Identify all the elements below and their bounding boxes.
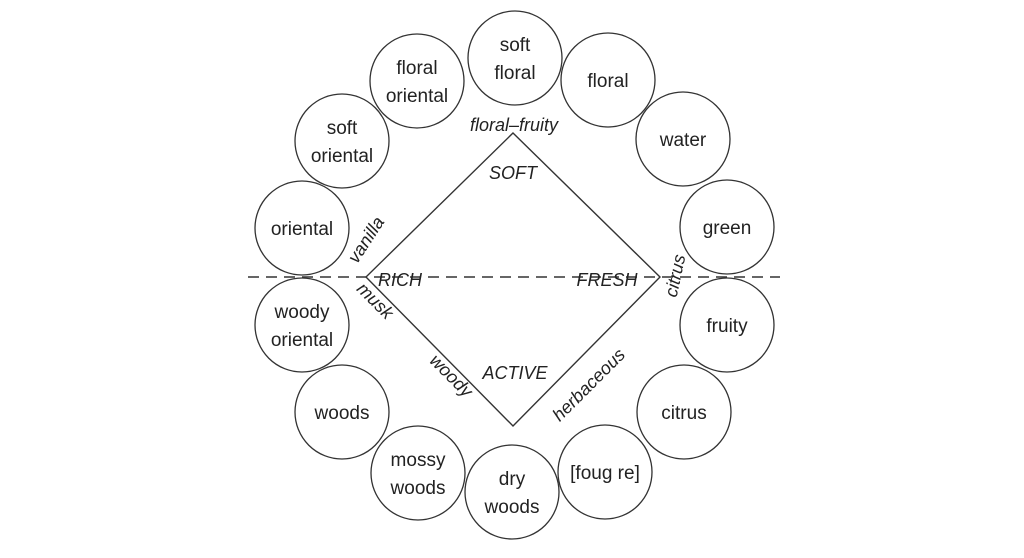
category-circle	[467, 10, 563, 106]
category-circle	[369, 33, 465, 129]
category-node: citrus	[636, 364, 732, 460]
edge-label-floral-fruity: floral–fruity	[470, 115, 559, 135]
category-circle	[557, 424, 653, 520]
category-circle	[464, 444, 560, 540]
category-node: green	[679, 179, 775, 275]
category-circle	[370, 425, 466, 521]
category-label: floral	[494, 63, 535, 84]
category-circle	[679, 179, 775, 275]
quadrant-label-active: ACTIVE	[481, 363, 548, 383]
category-circles: soft floral floral water green fruity citrus [f…	[254, 10, 775, 540]
category-node: mossy woods	[370, 425, 466, 521]
category-label: woods	[390, 478, 446, 499]
category-label: oriental	[271, 330, 333, 351]
category-circle	[635, 91, 731, 187]
category-node: fruity	[679, 277, 775, 373]
edge-label-herbaceous: herbaceous	[548, 344, 629, 425]
category-label: citrus	[661, 403, 706, 424]
category-label: water	[659, 130, 707, 151]
category-label: dry	[499, 469, 526, 490]
category-node: floral oriental	[369, 33, 465, 129]
category-circle	[560, 32, 656, 128]
category-label: fruity	[706, 316, 748, 337]
edge-label-citrus: citrus	[661, 253, 690, 299]
center-diamond	[365, 132, 661, 427]
category-label: soft	[327, 118, 358, 139]
category-node: woods	[294, 364, 390, 460]
category-circle	[254, 277, 350, 373]
category-circle	[294, 93, 390, 189]
quadrant-label-fresh: FRESH	[576, 270, 638, 290]
category-node: water	[635, 91, 731, 187]
category-circle	[254, 180, 350, 276]
category-label: oriental	[386, 86, 448, 107]
quadrant-label-soft: SOFT	[489, 163, 539, 183]
category-label: soft	[500, 35, 531, 56]
category-label: floral	[587, 71, 628, 92]
category-label: woody	[274, 302, 330, 323]
category-label: [foug re]	[570, 463, 640, 484]
category-label: woods	[484, 497, 540, 518]
category-node: soft oriental	[294, 93, 390, 189]
quadrant-label-rich: RICH	[378, 270, 423, 290]
category-label: oriental	[271, 219, 333, 240]
edge-label-vanilla: vanilla	[344, 213, 389, 267]
category-label: oriental	[311, 146, 373, 167]
category-circle	[636, 364, 732, 460]
category-label: green	[703, 218, 752, 239]
category-node: floral	[560, 32, 656, 128]
category-node: [foug re]	[557, 424, 653, 520]
category-node: woody oriental	[254, 277, 350, 373]
category-label: mossy	[391, 450, 446, 471]
category-node: oriental	[254, 180, 350, 276]
category-circle	[294, 364, 390, 460]
category-label: floral	[396, 58, 437, 79]
edge-label-woody: woody	[426, 350, 478, 402]
category-label: woods	[314, 403, 370, 424]
category-circle	[679, 277, 775, 373]
category-node: soft floral	[467, 10, 563, 106]
category-node: dry woods	[464, 444, 560, 540]
